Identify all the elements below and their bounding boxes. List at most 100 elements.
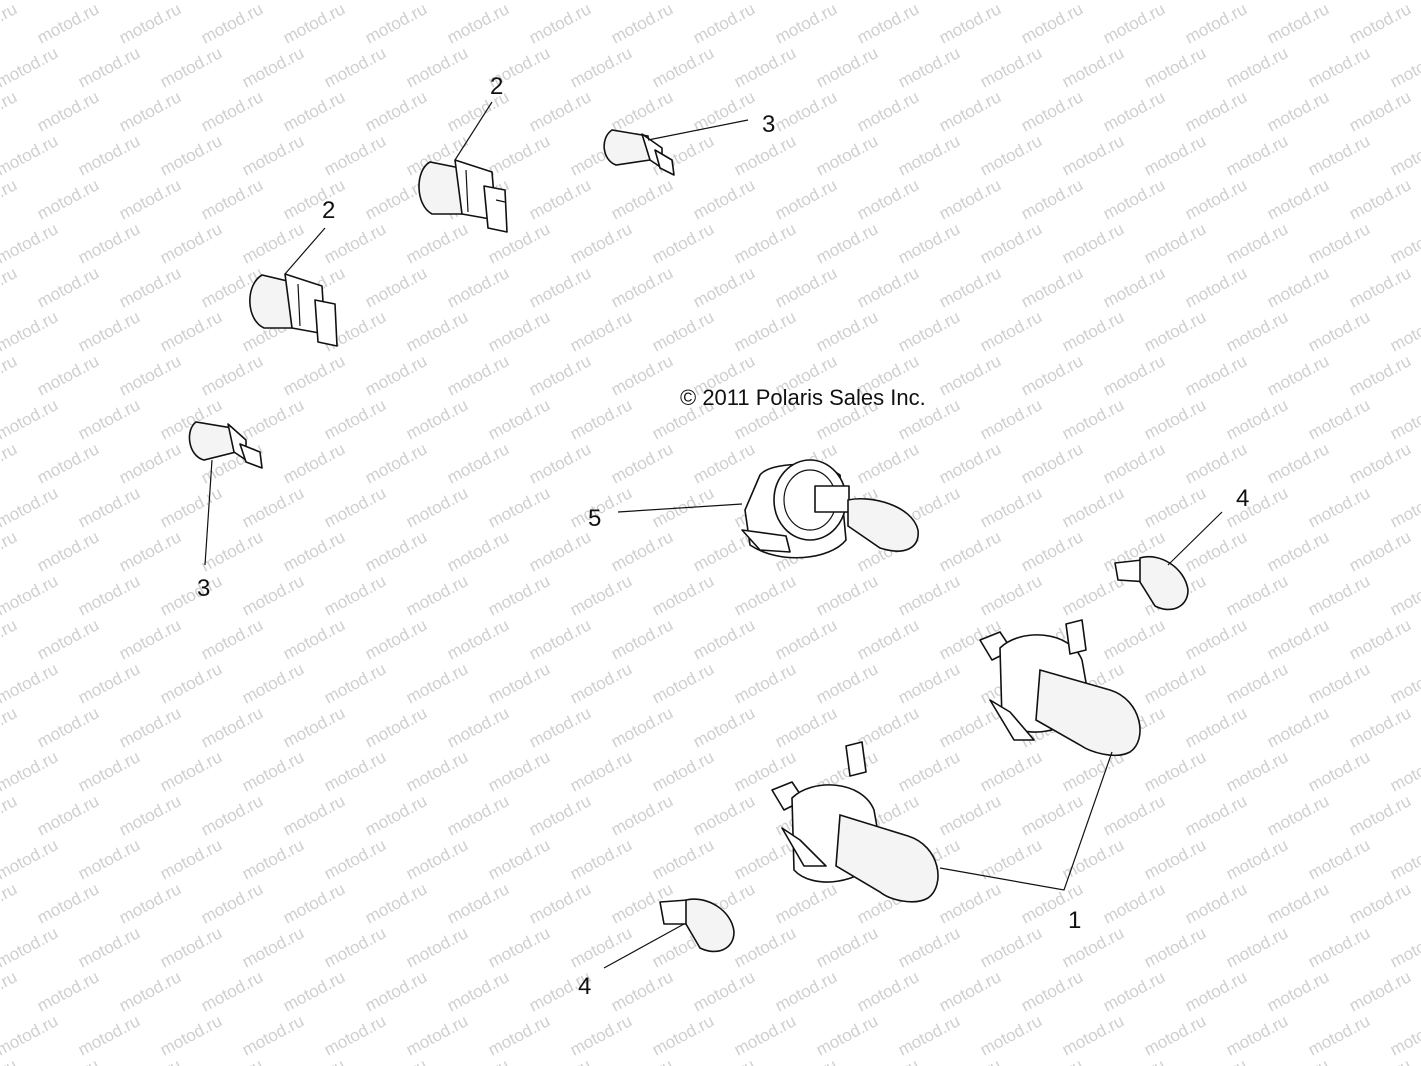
watermark-text: motod.ru bbox=[1223, 1011, 1291, 1059]
watermark-text: motod.ru bbox=[1059, 571, 1127, 619]
watermark-text: motod.ru bbox=[690, 615, 758, 663]
watermark-text: motod.ru bbox=[1346, 615, 1414, 663]
watermark-text: motod.ru bbox=[198, 703, 266, 751]
watermark-text: motod.ru bbox=[0, 175, 20, 223]
watermark-text: motod.ru bbox=[34, 527, 102, 575]
watermark-text: motod.ru bbox=[608, 527, 676, 575]
watermark-text: motod.ru bbox=[526, 615, 594, 663]
watermark-text: motod.ru bbox=[0, 835, 61, 883]
watermark-text: motod.ru bbox=[280, 87, 348, 135]
watermark-text: motod.ru bbox=[1059, 1011, 1127, 1059]
watermark-text: motod.ru bbox=[936, 703, 1004, 751]
t10-bulb-4-right[interactable] bbox=[1114, 555, 1189, 611]
watermark-text: motod.ru bbox=[1141, 307, 1209, 355]
watermark-text: motod.ru bbox=[280, 175, 348, 223]
watermark-text: motod.ru bbox=[1182, 527, 1250, 575]
watermark-text: motod.ru bbox=[936, 263, 1004, 311]
watermark-text: motod.ru bbox=[895, 307, 963, 355]
watermark-text: motod.ru bbox=[485, 659, 553, 707]
watermark-text: motod.ru bbox=[0, 263, 20, 311]
watermark-text: motod.ru bbox=[608, 87, 676, 135]
watermark-text: motod.ru bbox=[157, 571, 225, 619]
watermark-text: motod.ru bbox=[116, 87, 184, 135]
watermark-text: motod.ru bbox=[1223, 395, 1291, 443]
watermark-text: motod.ru bbox=[854, 439, 922, 487]
watermark-text: motod.ru bbox=[1100, 615, 1168, 663]
mini-wedge-bulb-3-lower[interactable] bbox=[188, 421, 263, 469]
watermark-text: motod.ru bbox=[198, 87, 266, 135]
watermark-text: motod.ru bbox=[444, 703, 512, 751]
watermark-text: motod.ru bbox=[0, 967, 20, 1015]
watermark-text: motod.ru bbox=[239, 835, 307, 883]
watermark-text: motod.ru bbox=[0, 307, 61, 355]
watermark-text: motod.ru bbox=[116, 967, 184, 1015]
wedge-bulb-2-upper[interactable] bbox=[418, 159, 508, 233]
watermark-text: motod.ru bbox=[1182, 791, 1250, 839]
watermark-text: motod.ru bbox=[157, 835, 225, 883]
watermark-text: motod.ru bbox=[116, 791, 184, 839]
watermark-text: motod.ru bbox=[1223, 483, 1291, 531]
watermark-text: motod.ru bbox=[444, 0, 512, 48]
watermark-text: motod.ru bbox=[567, 395, 635, 443]
watermark-text: motod.ru bbox=[526, 351, 594, 399]
watermark-text: motod.ru bbox=[772, 615, 840, 663]
watermark-text: motod.ru bbox=[1346, 263, 1414, 311]
watermark-text: motod.ru bbox=[34, 967, 102, 1015]
socket-bulb-5[interactable] bbox=[741, 459, 919, 559]
watermark-text: motod.ru bbox=[731, 307, 799, 355]
watermark-text: motod.ru bbox=[1305, 747, 1373, 795]
watermark-text: motod.ru bbox=[403, 395, 471, 443]
t10-bulb-4-lower[interactable] bbox=[659, 898, 735, 953]
watermark-text: motod.ru bbox=[977, 923, 1045, 971]
watermark-text: motod.ru bbox=[1305, 659, 1373, 707]
watermark-text: motod.ru bbox=[280, 351, 348, 399]
watermark-text: motod.ru bbox=[362, 263, 430, 311]
watermark-text: motod.ru bbox=[1182, 967, 1250, 1015]
watermark-text: motod.ru bbox=[567, 747, 635, 795]
watermark-text: motod.ru bbox=[403, 923, 471, 971]
watermark-text: motod.ru bbox=[0, 703, 20, 751]
watermark-text: motod.ru bbox=[1182, 0, 1250, 48]
watermark-text: motod.ru bbox=[649, 43, 717, 91]
watermark-text: motod.ru bbox=[1264, 1055, 1332, 1066]
watermark-text: motod.ru bbox=[1264, 87, 1332, 135]
watermark-text: motod.ru bbox=[977, 131, 1045, 179]
watermark-text: motod.ru bbox=[1141, 835, 1209, 883]
watermark-text: motod.ru bbox=[936, 967, 1004, 1015]
watermark-text: motod.ru bbox=[567, 835, 635, 883]
watermark-text: motod.ru bbox=[239, 923, 307, 971]
watermark-text: motod.ru bbox=[1387, 395, 1421, 443]
watermark-text: motod.ru bbox=[116, 0, 184, 48]
watermark-text: motod.ru bbox=[362, 439, 430, 487]
watermark-text: motod.ru bbox=[977, 307, 1045, 355]
watermark-text: motod.ru bbox=[485, 747, 553, 795]
watermark-text: motod.ru bbox=[813, 1011, 881, 1059]
watermark-text: motod.ru bbox=[239, 395, 307, 443]
watermark-text: motod.ru bbox=[690, 263, 758, 311]
watermark-text: motod.ru bbox=[1387, 483, 1421, 531]
watermark-text: motod.ru bbox=[0, 747, 61, 795]
watermark-text: motod.ru bbox=[198, 175, 266, 223]
watermark-text: motod.ru bbox=[526, 87, 594, 135]
h4-headlamp-bulb-1-rear[interactable] bbox=[979, 619, 1141, 757]
watermark-text: motod.ru bbox=[1018, 967, 1086, 1015]
h4-headlamp-bulb-1-front[interactable] bbox=[771, 741, 939, 903]
watermark-text: motod.ru bbox=[1387, 307, 1421, 355]
watermark-text: motod.ru bbox=[362, 527, 430, 575]
watermark-text: motod.ru bbox=[567, 659, 635, 707]
watermark-text: motod.ru bbox=[1223, 307, 1291, 355]
watermark-text: motod.ru bbox=[1141, 747, 1209, 795]
watermark-text: motod.ru bbox=[75, 923, 143, 971]
watermark-text: motod.ru bbox=[280, 1055, 348, 1066]
watermark-text: motod.ru bbox=[1223, 219, 1291, 267]
watermark-text: motod.ru bbox=[0, 0, 20, 48]
watermark-text: motod.ru bbox=[75, 1011, 143, 1059]
watermark-text: motod.ru bbox=[239, 483, 307, 531]
watermark-text: motod.ru bbox=[1305, 923, 1373, 971]
watermark-text: motod.ru bbox=[198, 967, 266, 1015]
watermark-text: motod.ru bbox=[772, 1055, 840, 1066]
wedge-bulb-2-lower[interactable] bbox=[249, 273, 338, 347]
watermark-text: motod.ru bbox=[1346, 351, 1414, 399]
watermark-text: motod.ru bbox=[1223, 571, 1291, 619]
mini-wedge-bulb-3-upper[interactable] bbox=[603, 129, 675, 176]
